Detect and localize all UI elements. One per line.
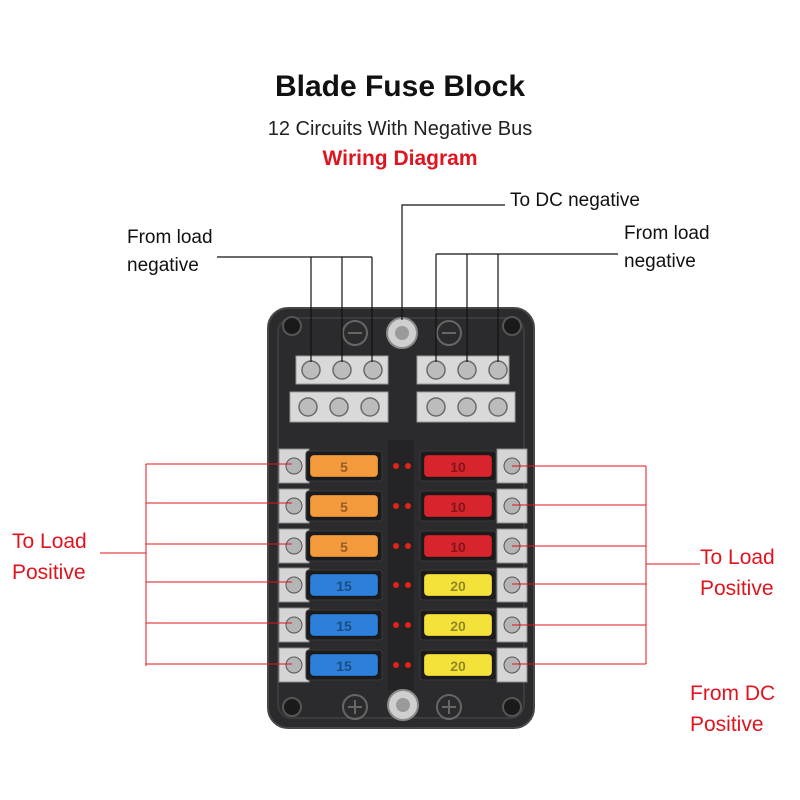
fuse-rating: 10 (450, 499, 466, 515)
minus-icon (436, 320, 462, 346)
fuse-rating: 15 (336, 578, 352, 594)
blade-fuse[interactable] (423, 454, 493, 478)
from-load-negative-left-line2: negative (127, 255, 199, 276)
blade-fuse[interactable] (423, 534, 493, 558)
to-load-positive-left-label: To Load Positive (12, 526, 87, 588)
from-load-negative-left-label: From load negative (127, 224, 213, 280)
mounting-hole-icon (282, 697, 302, 717)
fuse-row-left-6: 15 (278, 647, 383, 683)
wiring-diagram-label: Wiring Diagram (322, 147, 478, 170)
mounting-hole-icon (282, 316, 302, 336)
negative-stud (386, 317, 418, 349)
fuse-rating: 10 (450, 539, 466, 555)
led-indicator (393, 503, 399, 509)
blade-fuse[interactable] (423, 653, 493, 677)
led-indicator (405, 503, 411, 509)
fuse-rating: 15 (336, 618, 352, 634)
terminal-screw-icon (285, 497, 303, 515)
fuse-row-left-5: 15 (278, 607, 383, 643)
to-load-positive-right-line1: To Load (700, 546, 775, 569)
fuse-row-left-2: 5 (278, 488, 383, 524)
diagram-subtitle: 12 Circuits With Negative Bus (267, 118, 533, 140)
blade-fuse[interactable] (423, 573, 493, 597)
fuse-row-left-1: 5 (278, 448, 383, 484)
negative-markers (342, 320, 462, 346)
led-indicator (393, 662, 399, 668)
terminal-screw-icon (285, 616, 303, 634)
fuse-rating: 5 (340, 499, 348, 515)
fuse-rating: 20 (450, 578, 466, 594)
to-dc-negative-label: To DC negative (510, 190, 640, 211)
minus-icon (342, 320, 368, 346)
blade-fuse[interactable] (309, 454, 379, 478)
blade-fuse[interactable] (309, 653, 379, 677)
positive-terminal (278, 647, 310, 683)
fuse-row-right-6: 20 (419, 647, 528, 683)
blade-fuse[interactable] (423, 613, 493, 637)
mounting-holes (282, 316, 522, 717)
to-load-positive-left-line2: Positive (12, 561, 86, 584)
terminal-screw-icon (503, 576, 521, 594)
led-indicator (405, 622, 411, 628)
fuse-row-right-4: 20 (419, 567, 528, 603)
fuse-rating: 15 (336, 658, 352, 674)
led-indicator (405, 582, 411, 588)
callout-lines-negative (217, 204, 618, 362)
led-indicator (405, 543, 411, 549)
from-dc-positive-line2: Positive (690, 713, 764, 736)
led-indicator (393, 463, 399, 469)
fuse-column-right: 10 10 10 20 20 20 (419, 448, 528, 683)
indicator-leds (393, 463, 411, 668)
fuse-row-right-1: 10 (419, 448, 528, 484)
fuse-column-left: 5 5 5 15 15 15 (278, 448, 383, 683)
led-indicator (393, 543, 399, 549)
to-load-positive-right-label: To Load Positive (700, 542, 775, 604)
from-load-negative-right-line2: negative (624, 251, 696, 272)
blade-fuse[interactable] (309, 573, 379, 597)
fuse-rating: 5 (340, 459, 348, 475)
positive-stud (387, 689, 419, 721)
fuse-rating: 10 (450, 459, 466, 475)
from-dc-positive-label: From DC Positive (690, 678, 775, 740)
led-indicator (393, 622, 399, 628)
led-indicator (405, 463, 411, 469)
terminal-screw-icon (285, 457, 303, 475)
from-load-negative-left-line1: From load (127, 227, 213, 248)
fuse-row-right-2: 10 (419, 488, 528, 524)
fuse-row-right-3: 10 (419, 528, 528, 564)
plus-icon (436, 694, 462, 720)
led-indicator (405, 662, 411, 668)
from-load-negative-right-label: From load negative (624, 220, 710, 276)
fuse-row-left-4: 15 (278, 567, 383, 603)
terminal-screw-icon (285, 537, 303, 555)
callout-lines-positive (100, 463, 700, 666)
fuse-row-left-3: 5 (278, 528, 383, 564)
led-indicator (393, 582, 399, 588)
from-dc-positive-line1: From DC (690, 682, 776, 705)
positive-terminal (278, 567, 310, 603)
terminal-screw-icon (503, 497, 521, 515)
diagram-title: Blade Fuse Block (274, 70, 526, 103)
mounting-hole-icon (502, 697, 522, 717)
terminal-screw-icon (285, 576, 303, 594)
fuse-rating: 5 (340, 539, 348, 555)
fuse-rating: 20 (450, 618, 466, 634)
plus-icon (342, 694, 368, 720)
mounting-hole-icon (502, 316, 522, 336)
fuse-rating: 20 (450, 658, 466, 674)
blade-fuse[interactable] (423, 494, 493, 518)
blade-fuse[interactable] (309, 613, 379, 637)
terminal-screw-icon (285, 656, 303, 674)
blade-fuse[interactable] (309, 494, 379, 518)
from-load-negative-right-line1: From load (624, 223, 710, 244)
terminal-screw-icon (503, 656, 521, 674)
fuse-row-right-5: 20 (419, 607, 528, 643)
blade-fuse[interactable] (309, 534, 379, 558)
to-load-positive-left-line1: To Load (12, 530, 87, 553)
led-strip (388, 440, 414, 690)
plus-markers (342, 694, 462, 720)
to-load-positive-right-line2: Positive (700, 577, 774, 600)
